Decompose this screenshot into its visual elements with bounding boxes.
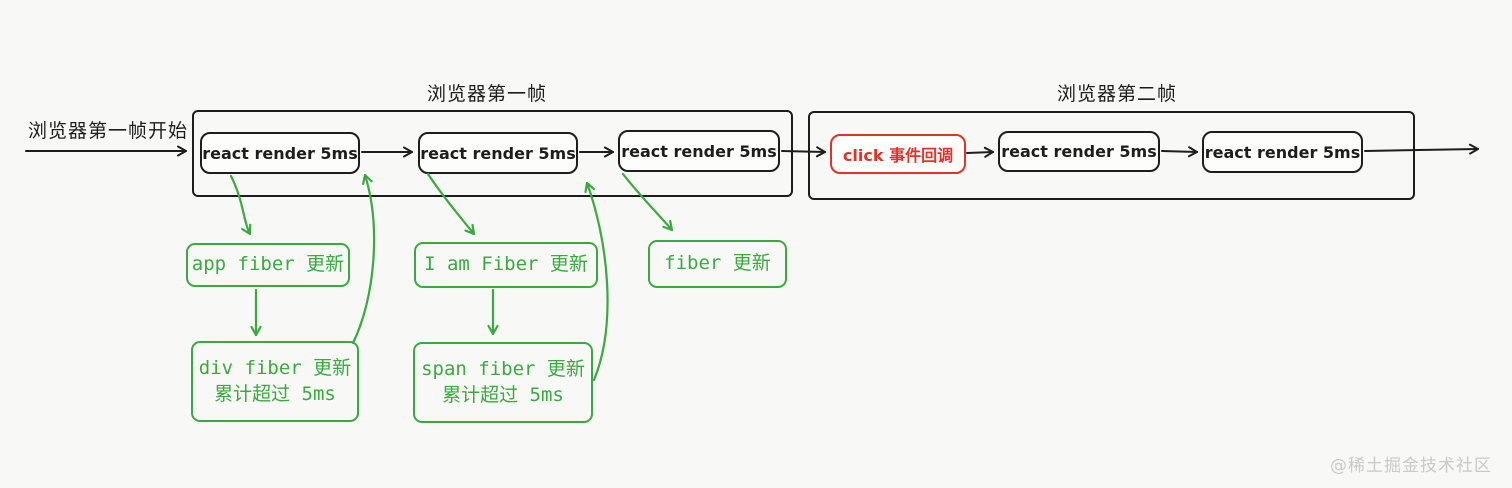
iam-fiber-update-box: I am Fiber 更新 [414, 242, 598, 288]
watermark: @稀土掘金技术社区 [1330, 456, 1492, 476]
div-fiber-line2: 累计超过 5ms [214, 382, 336, 405]
div-fiber-line1: div fiber 更新 [198, 356, 352, 379]
frame2-container [808, 111, 1415, 200]
react-render-box-1: react render 5ms [200, 132, 360, 174]
click-event-callback-box: click 事件回调 [830, 134, 966, 174]
fiber-update-box: fiber 更新 [648, 240, 787, 288]
arrow-div-fiber-to-render1 [351, 173, 376, 345]
app-fiber-update-box: app fiber 更新 [186, 243, 350, 287]
react-render-box-5: react render 5ms [1202, 131, 1363, 173]
span-fiber-line2: 累计超过 5ms [442, 383, 564, 406]
div-fiber-update-box: div fiber 更新 累计超过 5ms [191, 341, 359, 422]
span-fiber-line1: span fiber 更新 [421, 357, 585, 380]
frame1-container [192, 110, 793, 197]
react-render-box-3: react render 5ms [618, 130, 780, 172]
react-render-box-2: react render 5ms [418, 132, 578, 174]
react-render-box-4: react render 5ms [998, 131, 1160, 172]
frame1-start-label: 浏览器第一帧开始 [28, 120, 189, 142]
frame1-title: 浏览器第一帧 [426, 83, 547, 105]
span-fiber-update-box: span fiber 更新 累计超过 5ms [413, 342, 593, 423]
frame2-title: 浏览器第二帧 [1056, 83, 1177, 105]
